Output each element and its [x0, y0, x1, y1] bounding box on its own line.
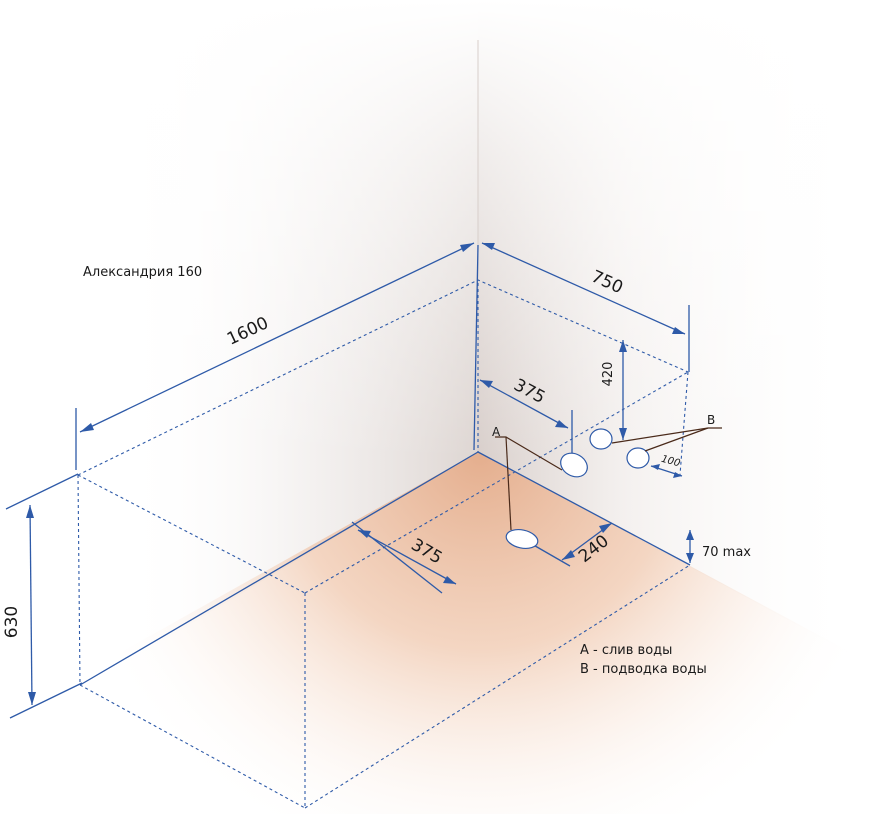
top-fade [0, 0, 880, 460]
legend-b: B - подводка воды [580, 662, 707, 677]
dimension-height [5, 473, 83, 719]
dim-630-ext-top [5, 473, 79, 510]
dim-375-lower-arrow-left [358, 530, 371, 538]
drain-hole-floor [505, 528, 539, 550]
floor [0, 452, 880, 814]
dimension-length [75, 242, 475, 470]
dim-375-lower-arrow-right [443, 576, 456, 584]
leader-b-lower [644, 427, 709, 452]
dimension-drain-upper [479, 379, 573, 462]
marker-a: A [492, 425, 501, 439]
tub-top-left-edge [77, 474, 306, 594]
supply-hole-upper [589, 428, 613, 450]
tub-top-back-edges [77, 279, 689, 476]
dim-375-upper-arrow-left [480, 380, 493, 388]
base-lines [79, 244, 691, 686]
dim-100-arrow-right [673, 472, 682, 478]
dim-70-arrow-top [686, 530, 694, 540]
drain-hole-overflow [560, 452, 588, 478]
dim-375-upper-line [479, 379, 569, 429]
dim-240-extension [529, 542, 571, 567]
floor-left-base-line [79, 451, 479, 686]
dim-240-arrow-left [562, 550, 575, 560]
dim-1600-line [79, 242, 475, 433]
label-supply-height: 420 [601, 362, 616, 387]
dim-420-arrow-top [619, 340, 627, 352]
dimension-floor-gap [686, 530, 694, 563]
dim-70-arrow-bottom [686, 553, 694, 563]
dim-375-upper-arrow-right [555, 420, 568, 428]
dimension-supply-height [619, 340, 627, 440]
dim-630-arrow-top [26, 505, 34, 518]
dim-1600-arrow-left [80, 423, 94, 432]
dim-100-arrow-left [651, 464, 660, 470]
bathtub-outline [77, 279, 691, 809]
tub-right-vertical [679, 371, 689, 476]
dim-1600-arrow-right [460, 243, 474, 252]
supply-hole-lower [626, 447, 650, 469]
label-floor-gap: 70 max [702, 545, 751, 560]
leader-lines [495, 427, 722, 531]
dimension-drain-offset [529, 522, 613, 567]
leader-a-floor [505, 436, 512, 531]
dim-240-arrow-right [599, 523, 612, 533]
dim-630-arrow-bottom [28, 692, 36, 705]
wall-corner-line [473, 244, 479, 451]
dim-375-lower-line [357, 529, 457, 585]
tub-bottom-front-edge [304, 564, 691, 809]
diagram-title: Александрия 160 [83, 265, 202, 280]
dim-420-arrow-bottom [619, 428, 627, 440]
floor-right-base-line [477, 451, 691, 566]
dim-630-line [29, 504, 33, 706]
dimension-width [481, 242, 690, 372]
dim-750-line [481, 242, 686, 335]
label-supply-spacing: 100 [660, 454, 681, 470]
label-height: 630 [2, 606, 22, 638]
dim-750-arrow-left [482, 243, 495, 250]
tub-bottom-left-edge [79, 684, 306, 809]
holes [505, 428, 650, 550]
marker-b: B [707, 413, 715, 427]
tub-top-front-edge [304, 371, 689, 594]
dim-750-arrow-right [672, 327, 685, 334]
dimension-drain-lower [351, 521, 457, 594]
dimension-supply-spacing [650, 464, 683, 478]
legend-a: A - слив воды [580, 643, 672, 658]
dim-630-ext-bottom [9, 682, 83, 719]
tub-left-front-vertical [77, 474, 81, 686]
